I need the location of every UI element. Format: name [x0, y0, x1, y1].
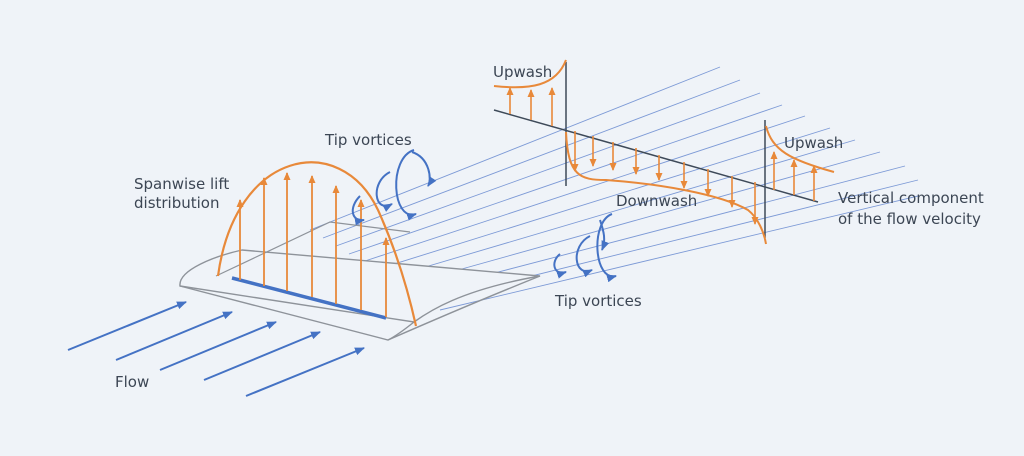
upwash-right-curve: [765, 125, 835, 173]
wing: [179, 249, 541, 341]
upwash-right-label: Upwash: [784, 134, 843, 152]
tip-vortices-top-label: Tip vortices: [324, 131, 412, 149]
wing-span-line: [231, 276, 387, 320]
tip-vortices-bottom-label: Tip vortices: [554, 292, 642, 310]
tip-vortices-lower: [553, 213, 617, 283]
lift-base-plane: [215, 221, 411, 277]
downwash-curve: [565, 131, 767, 245]
spanwise-lift-arrows: [236, 172, 390, 317]
spanwise-label-line2: distribution: [134, 194, 219, 212]
vertical-component-label-line2: of the flow velocity: [838, 210, 981, 228]
downwash-label: Downwash: [616, 192, 697, 210]
velocity-axis: [493, 109, 819, 203]
upwash-left-curve: [493, 59, 567, 89]
vertical-component-label-line1: Vertical component: [838, 189, 984, 207]
upwash-right-arrows: [770, 151, 818, 201]
flow-label: Flow: [115, 373, 149, 391]
flow-arrows: [67, 301, 365, 397]
spanwise-lift-curve: [216, 161, 418, 327]
upwash-left-arrows: [506, 87, 556, 126]
upwash-left-label: Upwash: [493, 63, 552, 81]
spanwise-label-line1: Spanwise lift: [134, 175, 229, 193]
tip-vortices-upper: [351, 149, 437, 226]
